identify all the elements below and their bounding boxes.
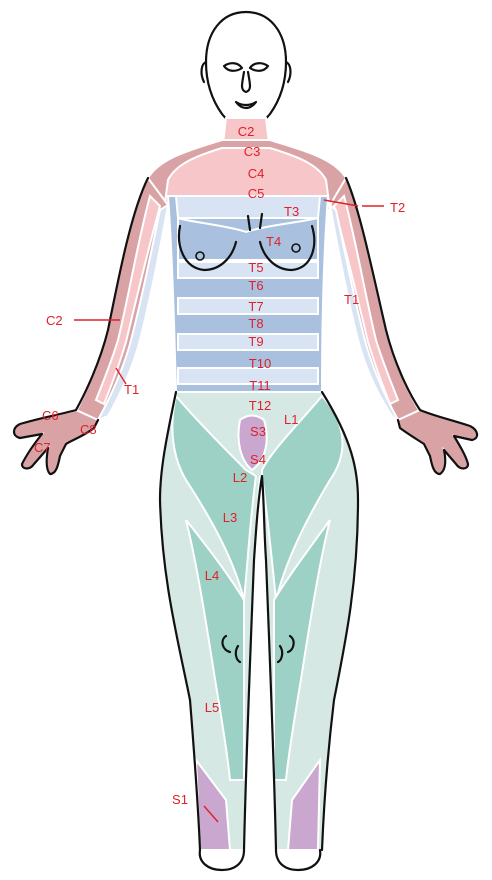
label-c5: C5: [248, 186, 265, 201]
label-l5: L5: [205, 700, 219, 715]
label-c4: C4: [248, 166, 265, 181]
label-c2-arm: C2: [46, 313, 63, 328]
label-l4: L4: [205, 568, 219, 583]
label-l3: L3: [223, 510, 237, 525]
label-t12: T12: [249, 398, 271, 413]
label-c7: C7: [34, 440, 51, 455]
label-c8: C8: [80, 422, 97, 437]
label-c3: C3: [244, 144, 261, 159]
label-c6: C6: [42, 408, 59, 423]
label-t11: T11: [249, 378, 270, 393]
head: [202, 12, 291, 128]
label-t7: T7: [248, 299, 263, 314]
label-t1-left: T1: [124, 382, 139, 397]
label-t9: T9: [248, 334, 263, 349]
label-t3: T3: [284, 204, 299, 219]
label-l2: L2: [233, 470, 247, 485]
label-l1: L1: [284, 412, 298, 427]
label-t6: T6: [248, 278, 263, 293]
label-s1: S1: [172, 792, 188, 807]
right-arm: [330, 178, 477, 474]
label-t2: T2: [390, 200, 405, 215]
label-c2-neck: C2: [238, 124, 255, 139]
label-t5: T5: [248, 260, 263, 275]
label-t10: T10: [249, 356, 271, 371]
label-t8: T8: [248, 316, 263, 331]
label-t1-right: T1: [344, 292, 359, 307]
label-s3: S3: [250, 424, 266, 439]
label-s4: S4: [250, 452, 266, 467]
label-t4: T4: [266, 234, 281, 249]
